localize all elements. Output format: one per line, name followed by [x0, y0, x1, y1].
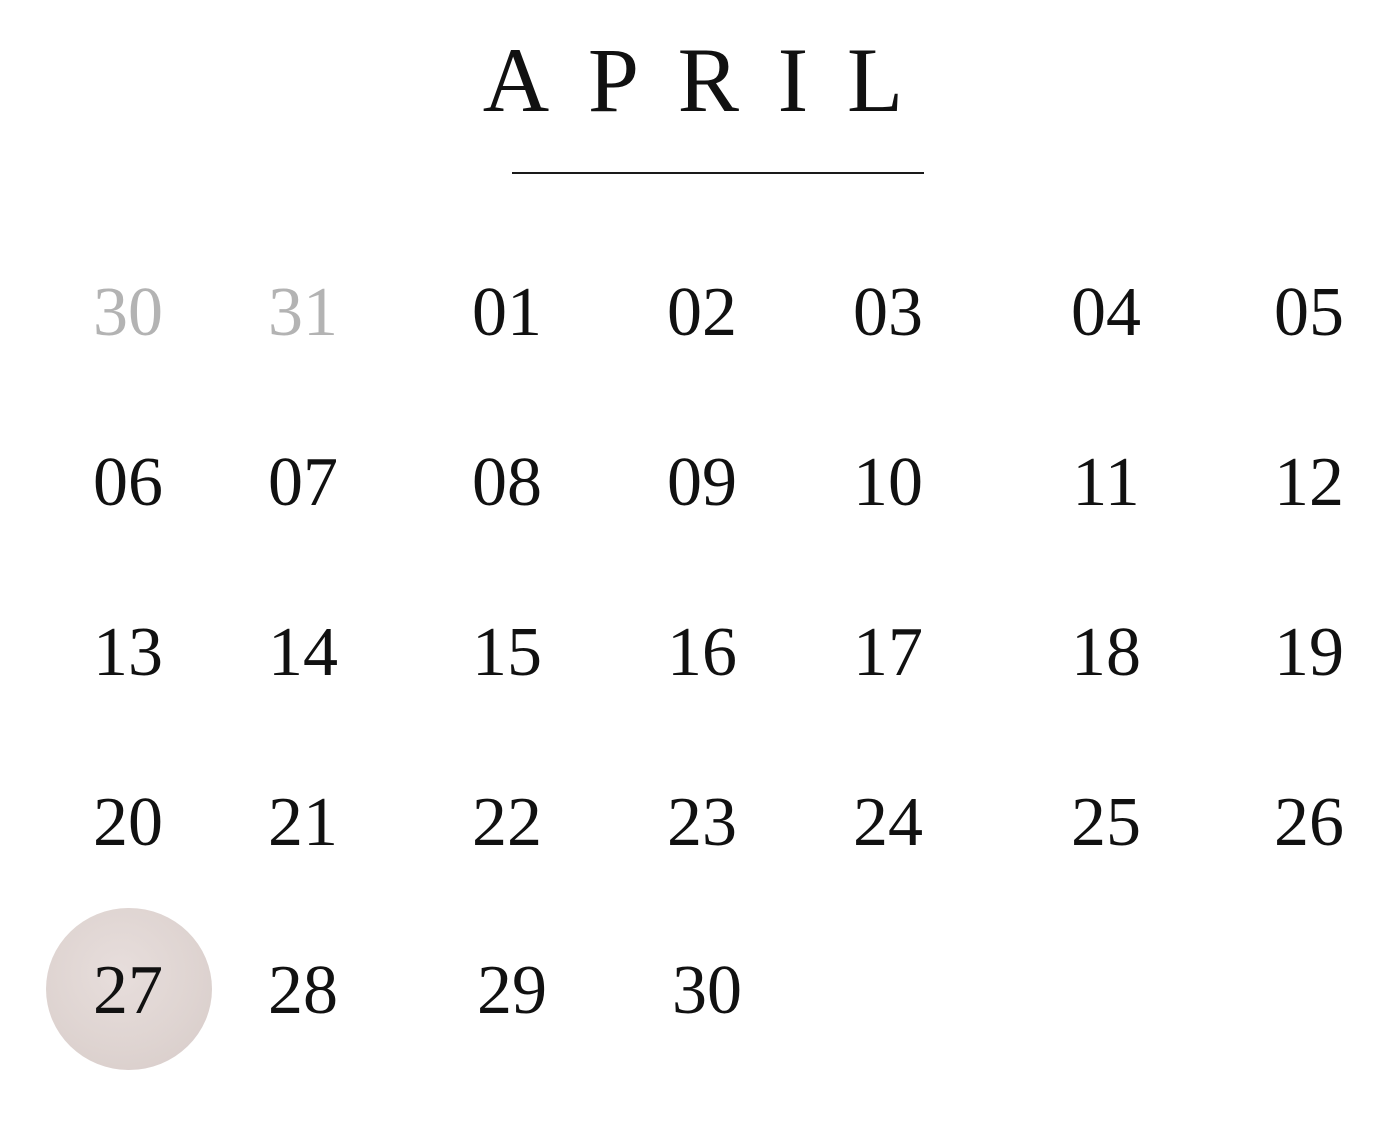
- day-cell[interactable]: 22: [472, 784, 542, 861]
- day-cell[interactable]: 08: [472, 444, 542, 521]
- day-cell[interactable]: 15: [472, 614, 542, 691]
- month-title: APRIL: [482, 29, 942, 131]
- day-cell[interactable]: 14: [268, 614, 338, 691]
- day-cell[interactable]: 12: [1274, 444, 1344, 521]
- highlight-circle: [46, 908, 212, 1070]
- day-cell[interactable]: 11: [1072, 444, 1140, 521]
- day-cell[interactable]: 24: [853, 784, 923, 861]
- day-cell[interactable]: 25: [1071, 784, 1141, 861]
- day-cell[interactable]: 13: [93, 614, 163, 691]
- day-cell[interactable]: 31: [268, 274, 338, 351]
- day-cell[interactable]: 18: [1071, 614, 1141, 691]
- day-cell[interactable]: 19: [1274, 614, 1344, 691]
- day-cell[interactable]: 26: [1274, 784, 1344, 861]
- day-cell[interactable]: 28: [268, 952, 338, 1029]
- day-cell[interactable]: 16: [667, 614, 737, 691]
- day-cell[interactable]: 29: [477, 952, 547, 1029]
- day-cell[interactable]: 02: [667, 274, 737, 351]
- day-cell[interactable]: 04: [1071, 274, 1141, 351]
- day-cell[interactable]: 07: [268, 444, 338, 521]
- day-cell[interactable]: 30: [93, 274, 163, 351]
- day-cell[interactable]: 09: [667, 444, 737, 521]
- day-cell-highlighted[interactable]: 27: [93, 952, 163, 1029]
- day-cell[interactable]: 03: [853, 274, 923, 351]
- day-cell[interactable]: 17: [853, 614, 923, 691]
- day-cell[interactable]: 05: [1274, 274, 1344, 351]
- day-cell[interactable]: 21: [268, 784, 338, 861]
- day-cell[interactable]: 06: [93, 444, 163, 521]
- title-divider: [512, 172, 924, 174]
- day-cell[interactable]: 10: [853, 444, 923, 521]
- day-cell[interactable]: 23: [667, 784, 737, 861]
- day-cell[interactable]: 30: [672, 952, 742, 1029]
- day-cell[interactable]: 01: [472, 274, 542, 351]
- day-cell[interactable]: 20: [93, 784, 163, 861]
